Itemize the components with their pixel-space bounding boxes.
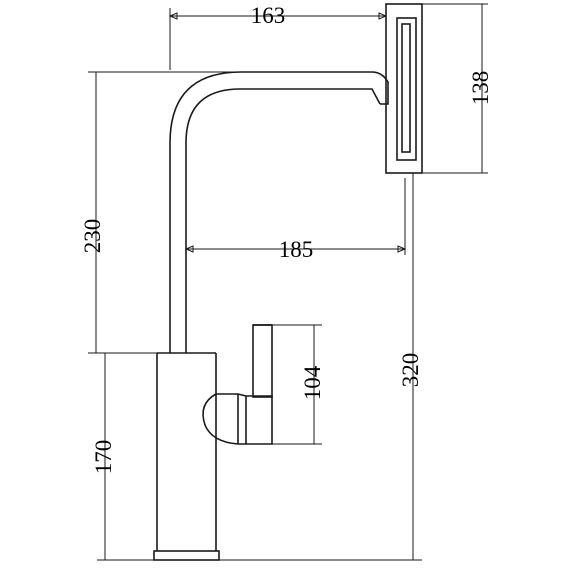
spray-head	[385, 3, 423, 174]
handle-joint	[202, 393, 247, 445]
spout-pipe	[169, 71, 381, 353]
spray-head-inner-frame	[396, 17, 417, 161]
faucet-body	[156, 352, 217, 551]
dim-label-185: 185	[279, 237, 314, 262]
faucet-outline	[153, 3, 423, 561]
dim-label-138: 138	[468, 71, 493, 106]
dim-label-104: 104	[300, 365, 325, 400]
handle-collar	[237, 394, 273, 445]
dim-label-163: 163	[251, 3, 286, 28]
spout-pipe-end	[371, 71, 389, 105]
dim-label-170: 170	[91, 440, 116, 475]
spray-head-slot	[401, 23, 411, 153]
dimension-lines: 163 138 230 185 104 320 170	[80, 3, 493, 561]
base-plate	[153, 550, 220, 561]
dim-label-230: 230	[80, 219, 105, 254]
handle-lever	[252, 324, 273, 398]
dim-label-320: 320	[398, 353, 423, 388]
